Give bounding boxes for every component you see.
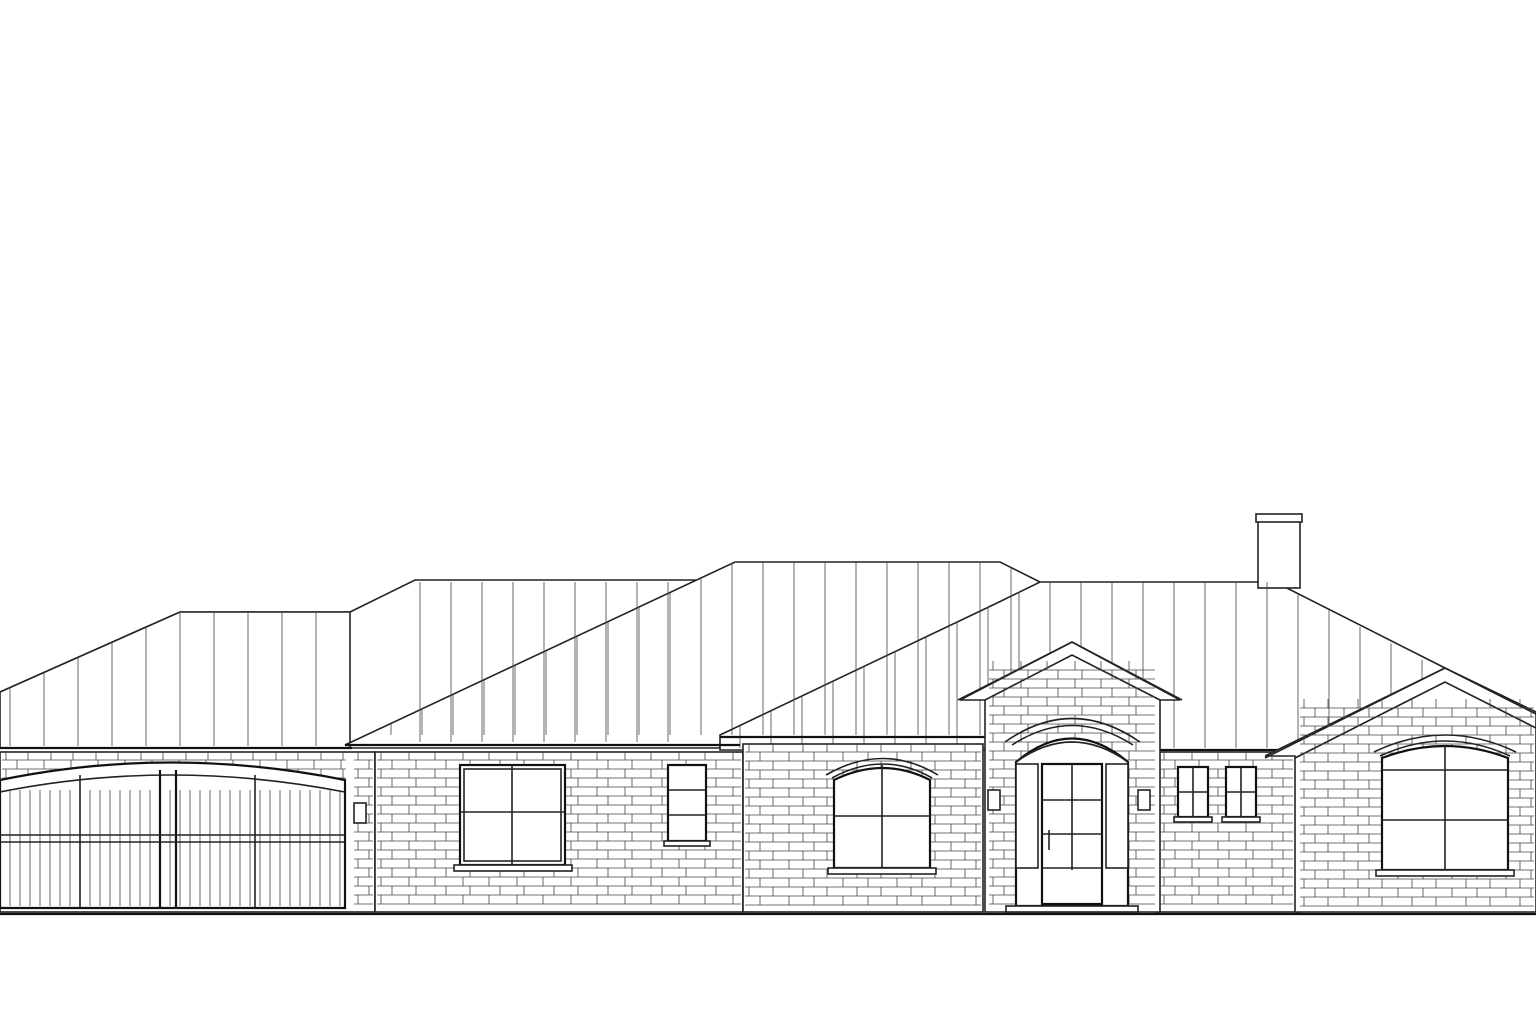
window-right-pair-a [1173, 765, 1213, 823]
garage-roof-face [0, 611, 353, 749]
wall-light-icon [987, 789, 1001, 811]
window-right-arched [1373, 734, 1517, 877]
wall-light-icon [353, 802, 367, 824]
garage-door [0, 761, 347, 910]
roof [0, 513, 1536, 752]
entry-door [1004, 717, 1141, 913]
windows [453, 734, 1517, 877]
window-right-pair-b [1221, 765, 1261, 823]
wall-lights [353, 789, 1151, 824]
window-left-large [453, 763, 573, 872]
wall-light-icon [1137, 789, 1151, 811]
chimney-cap [1255, 513, 1303, 523]
window-center-arched [825, 757, 939, 875]
chimney [1257, 517, 1301, 589]
window-left-small [663, 763, 711, 847]
